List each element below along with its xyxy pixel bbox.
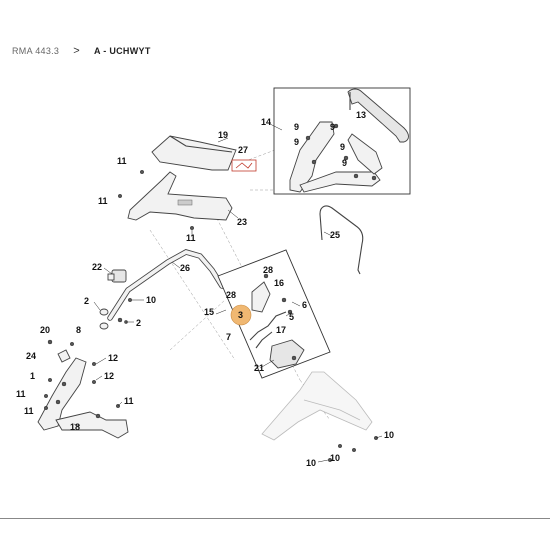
lower-frame-faint xyxy=(261,371,373,441)
part-2-washers xyxy=(99,308,128,330)
label-3: 3 xyxy=(238,310,243,320)
label-23: 23 xyxy=(237,217,247,227)
bracket-16 xyxy=(251,281,271,313)
label-19: 19 xyxy=(218,130,228,140)
bracket-right xyxy=(347,133,383,175)
part-26-tube xyxy=(107,249,225,321)
detail-box-14 xyxy=(273,87,411,195)
leader-lines xyxy=(73,123,383,463)
detail-box-15 xyxy=(217,249,331,379)
label-11: 11 xyxy=(24,406,34,416)
label-26: 26 xyxy=(180,263,190,273)
label-11: 11 xyxy=(16,389,26,399)
label-13: 13 xyxy=(356,110,366,120)
label-10: 10 xyxy=(306,458,316,468)
part-19-cover xyxy=(151,135,237,171)
chevron-right-icon: > xyxy=(73,45,80,57)
label-6: 6 xyxy=(302,300,307,310)
breadcrumb-section: A - UCHWYT xyxy=(93,46,151,56)
label-20: 20 xyxy=(40,325,50,335)
label-28: 28 xyxy=(226,290,236,300)
handle-grip-13 xyxy=(347,88,409,143)
part-27-clip-box xyxy=(231,159,257,172)
breadcrumb-model[interactable]: RMA 443.3 xyxy=(12,46,60,56)
label-21: 21 xyxy=(254,363,264,373)
highlight-marker-3[interactable] xyxy=(230,304,252,326)
label-16: 16 xyxy=(274,278,284,288)
label-7: 7 xyxy=(226,332,231,342)
small-parts-left xyxy=(44,169,194,411)
label-5: 5 xyxy=(289,312,294,322)
label-2: 2 xyxy=(136,318,141,328)
part-22-knob xyxy=(107,269,127,283)
label-11: 11 xyxy=(98,196,108,206)
screws-bottom-right xyxy=(328,436,379,463)
label-9: 9 xyxy=(294,137,299,147)
label-22: 22 xyxy=(92,262,102,272)
footer-divider xyxy=(0,518,550,519)
bracket-bottom xyxy=(299,171,381,193)
label-9: 9 xyxy=(340,142,345,152)
label-9: 9 xyxy=(342,158,347,168)
label-12: 12 xyxy=(104,371,114,381)
label-9: 9 xyxy=(330,122,335,132)
part-18-mount xyxy=(37,357,129,439)
label-8: 8 xyxy=(76,325,81,335)
label-10: 10 xyxy=(330,453,340,463)
label-12: 12 xyxy=(108,353,118,363)
label-17: 17 xyxy=(276,325,286,335)
label-11: 11 xyxy=(186,233,196,243)
part-25-bail xyxy=(319,205,364,275)
bracket-left xyxy=(289,121,335,193)
label-11: 11 xyxy=(124,396,134,406)
label-10: 10 xyxy=(384,430,394,440)
label-18: 18 xyxy=(70,422,80,432)
label-28: 28 xyxy=(263,265,273,275)
label-14: 14 xyxy=(261,117,271,127)
callout-labels: 14 9 9 9 9 9 13 19 27 11 11 23 11 25 22 … xyxy=(16,110,394,468)
label-24: 24 xyxy=(26,351,36,361)
breadcrumb: RMA 443.3 > A - UCHWYT xyxy=(12,44,151,58)
switch-21 xyxy=(269,339,305,369)
label-25: 25 xyxy=(330,230,340,240)
label-15: 15 xyxy=(204,307,214,317)
part-23-frame xyxy=(127,171,233,221)
label-27: 27 xyxy=(238,145,248,155)
label-1: 1 xyxy=(30,371,35,381)
label-11: 11 xyxy=(117,156,127,166)
label-10: 10 xyxy=(146,295,156,305)
label-9: 9 xyxy=(294,122,299,132)
label-2: 2 xyxy=(84,296,89,306)
